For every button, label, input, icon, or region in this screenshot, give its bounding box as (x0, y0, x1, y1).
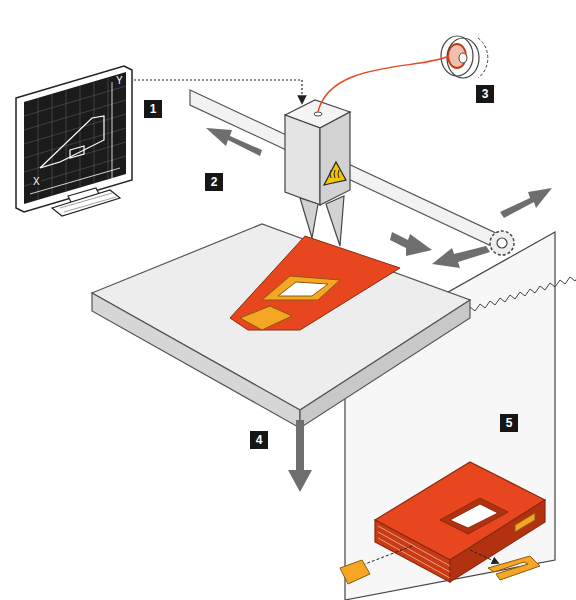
callout-number: 3 (476, 85, 494, 103)
callout-number: 2 (205, 173, 223, 191)
axis-label: X (32, 177, 41, 187)
callout-number: 4 (250, 431, 268, 449)
callout-number: 1 (144, 100, 162, 118)
axis-label: Y (115, 76, 124, 86)
callout-number: 5 (500, 414, 518, 432)
